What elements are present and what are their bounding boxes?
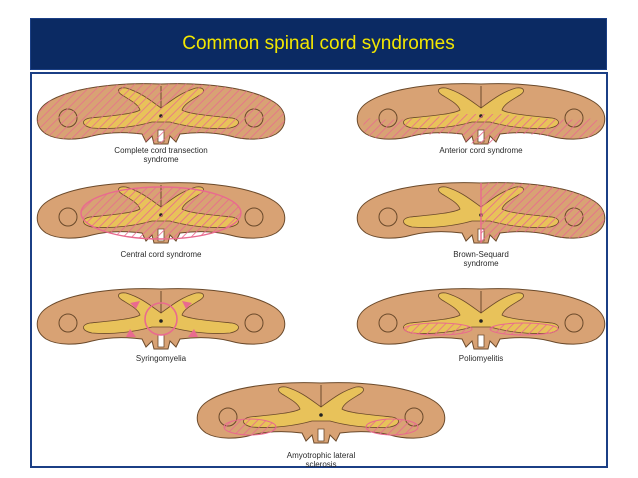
cord-section-svg <box>356 182 606 244</box>
dorsal-root-left <box>58 313 78 333</box>
dorsal-root-left <box>378 313 398 333</box>
central-canal <box>319 413 323 417</box>
diagram-complete-cord-transection <box>30 78 292 146</box>
lesion-hatch <box>81 187 241 239</box>
lesion-hatch <box>362 114 601 144</box>
cord-section-svg <box>356 288 606 350</box>
slide-title: Common spinal cord syndromes <box>182 33 455 54</box>
caption-syringomyelia: Syringomyelia <box>135 354 187 363</box>
lesion-arrow-4 <box>188 329 198 337</box>
gray-matter <box>243 386 399 428</box>
caption-complete-cord-transection: Complete cord transection syndrome <box>114 146 208 164</box>
dorsal-root-right <box>564 313 584 333</box>
diagram-amyotrophic-lateral-sclerosis <box>190 377 452 449</box>
central-canal <box>479 319 483 323</box>
lesion-right-horn <box>489 322 559 336</box>
caption-poliomyelitis: Poliomyelitis <box>458 354 504 363</box>
lesion-cavity <box>144 302 178 336</box>
cord-section-svg <box>36 83 286 145</box>
central-canal <box>159 319 163 323</box>
diagram-brown-sequard <box>350 177 612 245</box>
caption-central-cord: Central cord syndrome <box>120 250 202 259</box>
dorsal-root-left <box>378 207 398 227</box>
dorsal-root-left <box>58 207 78 227</box>
lesion-hatch <box>481 182 605 243</box>
lesion-left-tract <box>223 418 277 436</box>
title-bar: Common spinal cord syndromes <box>30 18 607 70</box>
lesion-right-tract <box>365 418 419 436</box>
anterior-fissure <box>477 334 485 348</box>
cord-section-svg <box>36 288 286 350</box>
lesion-hatch <box>37 83 285 144</box>
lesion-arrow-1 <box>130 301 140 309</box>
lesion-outline <box>80 186 242 240</box>
lesion-left-horn <box>403 322 473 336</box>
gray-matter <box>83 292 239 334</box>
cord-section-svg <box>196 382 446 444</box>
anterior-fissure <box>317 428 325 442</box>
dorsal-root-right <box>244 313 264 333</box>
diagram-poliomyelitis <box>350 283 612 351</box>
cord-section-svg <box>36 182 286 244</box>
caption-brown-sequard: Brown-Sequard syndrome <box>453 250 509 268</box>
caption-anterior-cord: Anterior cord syndrome <box>439 146 523 155</box>
cord-section-svg <box>356 83 606 145</box>
lesion-arrow-2 <box>182 301 192 309</box>
diagram-syringomyelia <box>30 283 292 351</box>
lesion-arrow-3 <box>126 329 136 337</box>
caption-amyotrophic-lateral-sclerosis: Amyotrophic lateral sclerosis <box>286 451 356 469</box>
anterior-fissure <box>157 334 165 348</box>
dorsal-root-right <box>244 207 264 227</box>
diagram-anterior-cord <box>350 78 612 146</box>
diagram-central-cord <box>30 177 292 245</box>
